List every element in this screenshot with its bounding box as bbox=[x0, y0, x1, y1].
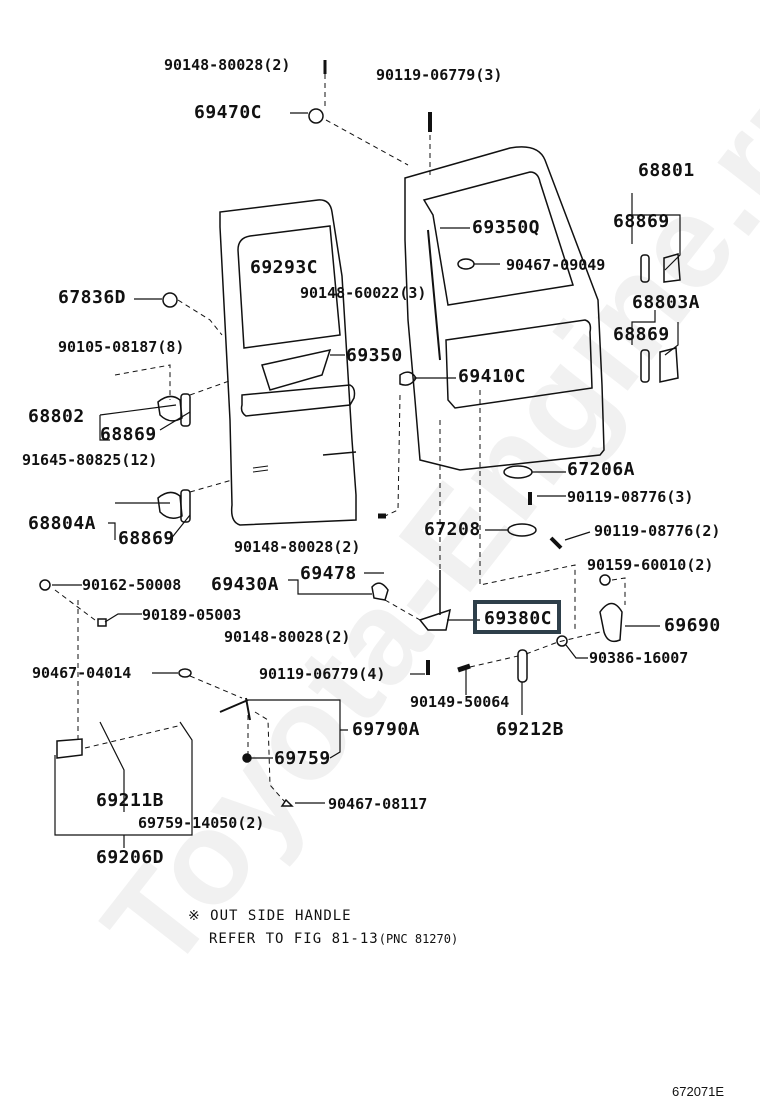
part-67208 bbox=[507, 523, 537, 537]
bolt-90119-08776-2 bbox=[549, 536, 563, 550]
label-90119-06779-4[interactable]: 90119-06779(4) bbox=[259, 665, 386, 683]
label-90149-50064[interactable]: 90149-50064 bbox=[410, 693, 510, 711]
left-door-panel bbox=[219, 199, 357, 526]
label-69430A[interactable]: 69430A bbox=[211, 574, 280, 595]
highlight-box-69380C bbox=[473, 600, 561, 634]
hinge-68801 bbox=[640, 253, 681, 283]
label-68801[interactable]: 68801 bbox=[638, 160, 695, 181]
label-67836D[interactable]: 67836D bbox=[58, 287, 127, 308]
label-90189-05003[interactable]: 90189-05003 bbox=[142, 606, 242, 624]
part-67206A bbox=[503, 465, 533, 479]
label-69350[interactable]: 69350 bbox=[346, 345, 403, 366]
footnote-symbol: ※ bbox=[188, 908, 201, 924]
label-90467-09049[interactable]: 90467-09049 bbox=[506, 256, 606, 274]
label-69759[interactable]: 69759 bbox=[274, 748, 331, 769]
label-69380C[interactable]: 69380C bbox=[484, 608, 553, 629]
label-69293C[interactable]: 69293C bbox=[250, 257, 319, 278]
label-69410C[interactable]: 69410C bbox=[458, 366, 527, 387]
part-69690 bbox=[599, 602, 623, 643]
part-90467-09049 bbox=[457, 258, 475, 270]
label-67206A[interactable]: 67206A bbox=[567, 459, 636, 480]
part-69212B bbox=[517, 649, 528, 683]
label-67208[interactable]: 67208 bbox=[424, 519, 481, 540]
hinge-68804A bbox=[157, 489, 191, 523]
label-90386-16007[interactable]: 90386-16007 bbox=[589, 649, 689, 667]
label-90467-04014[interactable]: 90467-04014 bbox=[32, 664, 132, 682]
label-90148-80028-mid[interactable]: 90148-80028(2) bbox=[234, 538, 361, 556]
label-90162-50008[interactable]: 90162-50008 bbox=[82, 576, 182, 594]
label-68869-b[interactable]: 68869 bbox=[613, 324, 670, 345]
label-90119-08776-3[interactable]: 90119-08776(3) bbox=[567, 488, 694, 506]
part-69470C bbox=[308, 108, 324, 124]
label-69790A[interactable]: 69790A bbox=[352, 719, 421, 740]
label-91645-80825[interactable]: 91645-80825(12) bbox=[22, 451, 158, 469]
part-69790A bbox=[219, 697, 251, 721]
bolt-90159-60010 bbox=[599, 574, 611, 586]
label-90119-06779-3[interactable]: 90119-06779(3) bbox=[376, 66, 503, 84]
label-90119-08776-2[interactable]: 90119-08776(2) bbox=[594, 522, 721, 540]
footnote: ※ OUT SIDE HANDLE bbox=[188, 906, 352, 926]
part-69380C bbox=[418, 570, 451, 631]
part-90467-08117 bbox=[280, 798, 294, 807]
label-69478[interactable]: 69478 bbox=[300, 563, 357, 584]
label-68869-d[interactable]: 68869 bbox=[118, 528, 175, 549]
right-door-panel bbox=[404, 146, 605, 471]
label-68803A[interactable]: 68803A bbox=[632, 292, 701, 313]
label-69470C[interactable]: 69470C bbox=[194, 102, 263, 123]
part-90386-16007 bbox=[556, 635, 568, 647]
label-69206D[interactable]: 69206D bbox=[96, 847, 165, 868]
hinge-68802 bbox=[157, 393, 191, 427]
label-69690[interactable]: 69690 bbox=[664, 615, 721, 636]
part-69430A bbox=[371, 582, 389, 601]
part-90162-50008 bbox=[39, 579, 51, 591]
part-90467-04014 bbox=[178, 668, 192, 678]
footnote-pnc: (PNC 81270) bbox=[378, 932, 459, 946]
hinge-68803A bbox=[640, 347, 679, 383]
footnote-line2: REFER TO FIG 81-13 bbox=[209, 931, 379, 947]
lock-69350 bbox=[261, 348, 332, 391]
part-67836D bbox=[162, 292, 178, 308]
label-90148-60022[interactable]: 90148-60022(3) bbox=[300, 284, 427, 302]
part-90189-05003 bbox=[97, 618, 107, 627]
label-69350Q[interactable]: 69350Q bbox=[472, 217, 541, 238]
label-69211B[interactable]: 69211B bbox=[96, 790, 165, 811]
rod-69350Q bbox=[427, 229, 441, 361]
part-69759 bbox=[242, 753, 252, 763]
label-69759-14050[interactable]: 69759-14050(2) bbox=[138, 814, 265, 832]
label-68869-a[interactable]: 68869 bbox=[613, 211, 670, 232]
footnote-line1: OUT SIDE HANDLE bbox=[210, 908, 352, 924]
figure-id: 672071E bbox=[672, 1084, 725, 1099]
label-68804A[interactable]: 68804A bbox=[28, 513, 97, 534]
label-90148-80028-top[interactable]: 90148-80028(2) bbox=[164, 56, 291, 74]
label-69212B[interactable]: 69212B bbox=[496, 719, 565, 740]
label-90159-60010[interactable]: 90159-60010(2) bbox=[587, 556, 714, 574]
label-90105-08187[interactable]: 90105-08187(8) bbox=[58, 338, 185, 356]
label-90467-08117[interactable]: 90467-08117 bbox=[328, 795, 428, 813]
footnote-reference: REFER TO FIG 81-13(PNC 81270) bbox=[209, 929, 458, 949]
label-68802[interactable]: 68802 bbox=[28, 406, 85, 427]
label-68869-c[interactable]: 68869 bbox=[100, 424, 157, 445]
bolt-90149-50064 bbox=[457, 663, 471, 673]
label-90148-80028-low[interactable]: 90148-80028(2) bbox=[224, 628, 351, 646]
handle-69206D bbox=[56, 738, 83, 759]
